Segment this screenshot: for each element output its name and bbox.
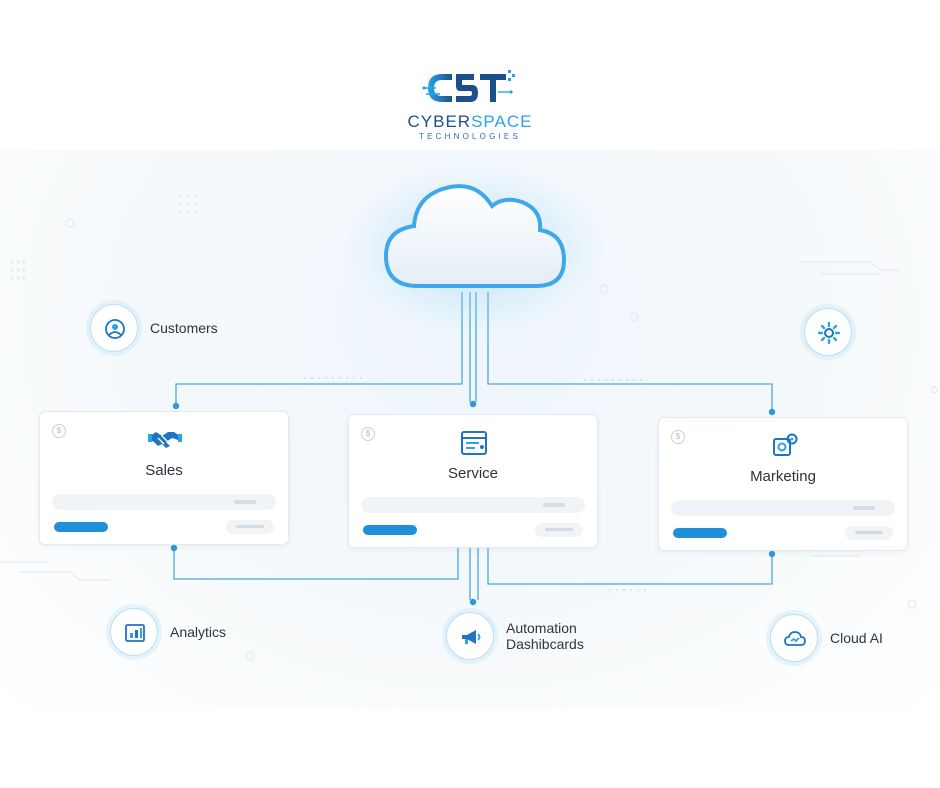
browser-window-icon [461,431,487,455]
cloud-ai-icon [784,631,806,646]
megaphone-icon [462,630,481,644]
node-ring [770,614,818,662]
card-sales[interactable]: $ Sales [39,411,289,545]
progress-bar [54,522,108,532]
info-icon: $ [671,430,685,444]
node-settings[interactable] [804,308,854,358]
gear-settings-icon [773,433,798,456]
handshake-icon [148,432,182,448]
card-title: Marketing [750,468,816,485]
card-title: Service [447,465,499,482]
user-circle-icon [105,319,125,339]
node-label: Analytics [170,624,227,640]
card-service[interactable]: $ Service [348,414,598,548]
node-label-line1: Automation [506,620,577,636]
cloud-icon [383,184,567,288]
analytics-chart-icon [125,624,145,642]
info-icon: $ [361,427,375,441]
brand-subtitle: TECHNOLOGIES [419,132,521,141]
node-automation[interactable]: Automation Dashibcards [446,612,616,662]
placeholder-pill [535,523,583,537]
node-ring [90,304,138,352]
placeholder-bar [361,497,585,513]
node-label: Automation Dashibcards [506,620,616,652]
logo-mark-icon [422,70,515,102]
node-ring [804,308,852,356]
placeholder-bar [52,494,276,510]
progress-bar [673,528,727,538]
brand-logo: CYBERSPACE TECHNOLOGIES [400,66,540,142]
progress-bar [363,525,417,535]
node-cloud-ai[interactable]: Cloud AI [770,614,910,664]
gear-icon [817,321,841,345]
placeholder-pill [845,526,893,540]
brand-name: CYBERSPACE [407,112,533,131]
placeholder-bar [671,500,895,516]
card-title: Sales [145,462,183,479]
placeholder-pill [226,520,274,534]
node-ring [110,608,158,656]
node-ring [446,612,494,660]
node-customers[interactable]: Customers [90,304,250,354]
info-icon: $ [52,424,66,438]
node-label: Customers [150,320,218,336]
node-label-line2: Dashibcards [506,636,584,652]
node-label: Cloud AI [830,630,883,646]
card-marketing[interactable]: $ Marketing [658,417,908,551]
node-analytics[interactable]: Analytics [110,608,260,658]
